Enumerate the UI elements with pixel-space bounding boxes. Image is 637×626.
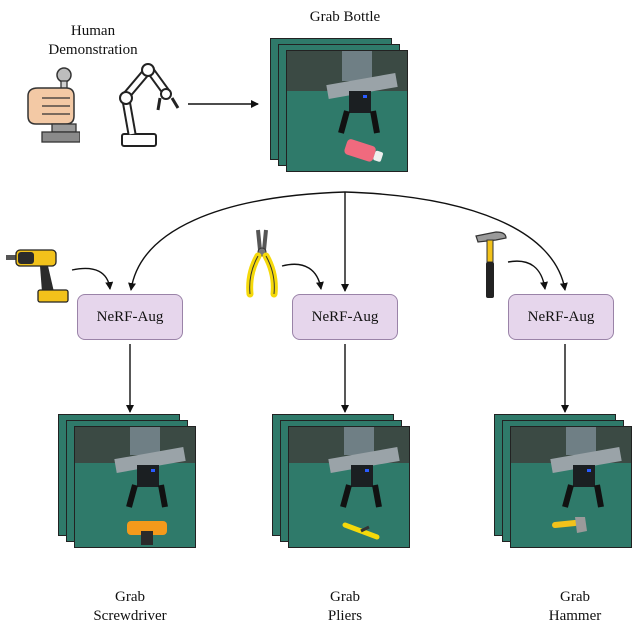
demo-label: Human Demonstration xyxy=(48,23,138,58)
pliers-icon xyxy=(244,228,280,298)
output-frame-stack-screwdriver xyxy=(58,414,196,550)
nerf-aug-box-left: NeRF-Aug xyxy=(77,294,183,340)
nerf-aug-box-right: NeRF-Aug xyxy=(508,294,614,340)
robot-arm-icon xyxy=(104,58,186,150)
output-label-hammer: Grab Hammer xyxy=(548,589,602,624)
nerf-aug-box-middle: NeRF-Aug xyxy=(292,294,398,340)
arrow-pliers-to-aug xyxy=(281,263,324,290)
joystick-hand-icon xyxy=(22,66,80,146)
scene-frame-pliers xyxy=(288,426,410,548)
output-label-pliers: Grab Pliers xyxy=(327,589,363,624)
output-frame-stack-hammer xyxy=(494,414,632,550)
source-task-label: Grab Bottle xyxy=(309,9,381,25)
scene-frame-bottle xyxy=(286,50,408,172)
output-label-screwdriver: Grab Screwdriver xyxy=(93,589,167,624)
drill-icon xyxy=(6,240,72,304)
source-frame-stack xyxy=(270,38,408,174)
arrow-hammer-to-aug xyxy=(507,260,548,290)
output-frame-stack-pliers xyxy=(272,414,410,550)
scene-frame-hammer xyxy=(510,426,632,548)
hammer-icon xyxy=(474,228,508,300)
arrow-bottle-to-aug-right xyxy=(344,191,568,291)
arrow-bottle-to-aug-left xyxy=(128,191,346,291)
arrow-drill-to-aug xyxy=(71,267,114,290)
scene-frame-drill xyxy=(74,426,196,548)
